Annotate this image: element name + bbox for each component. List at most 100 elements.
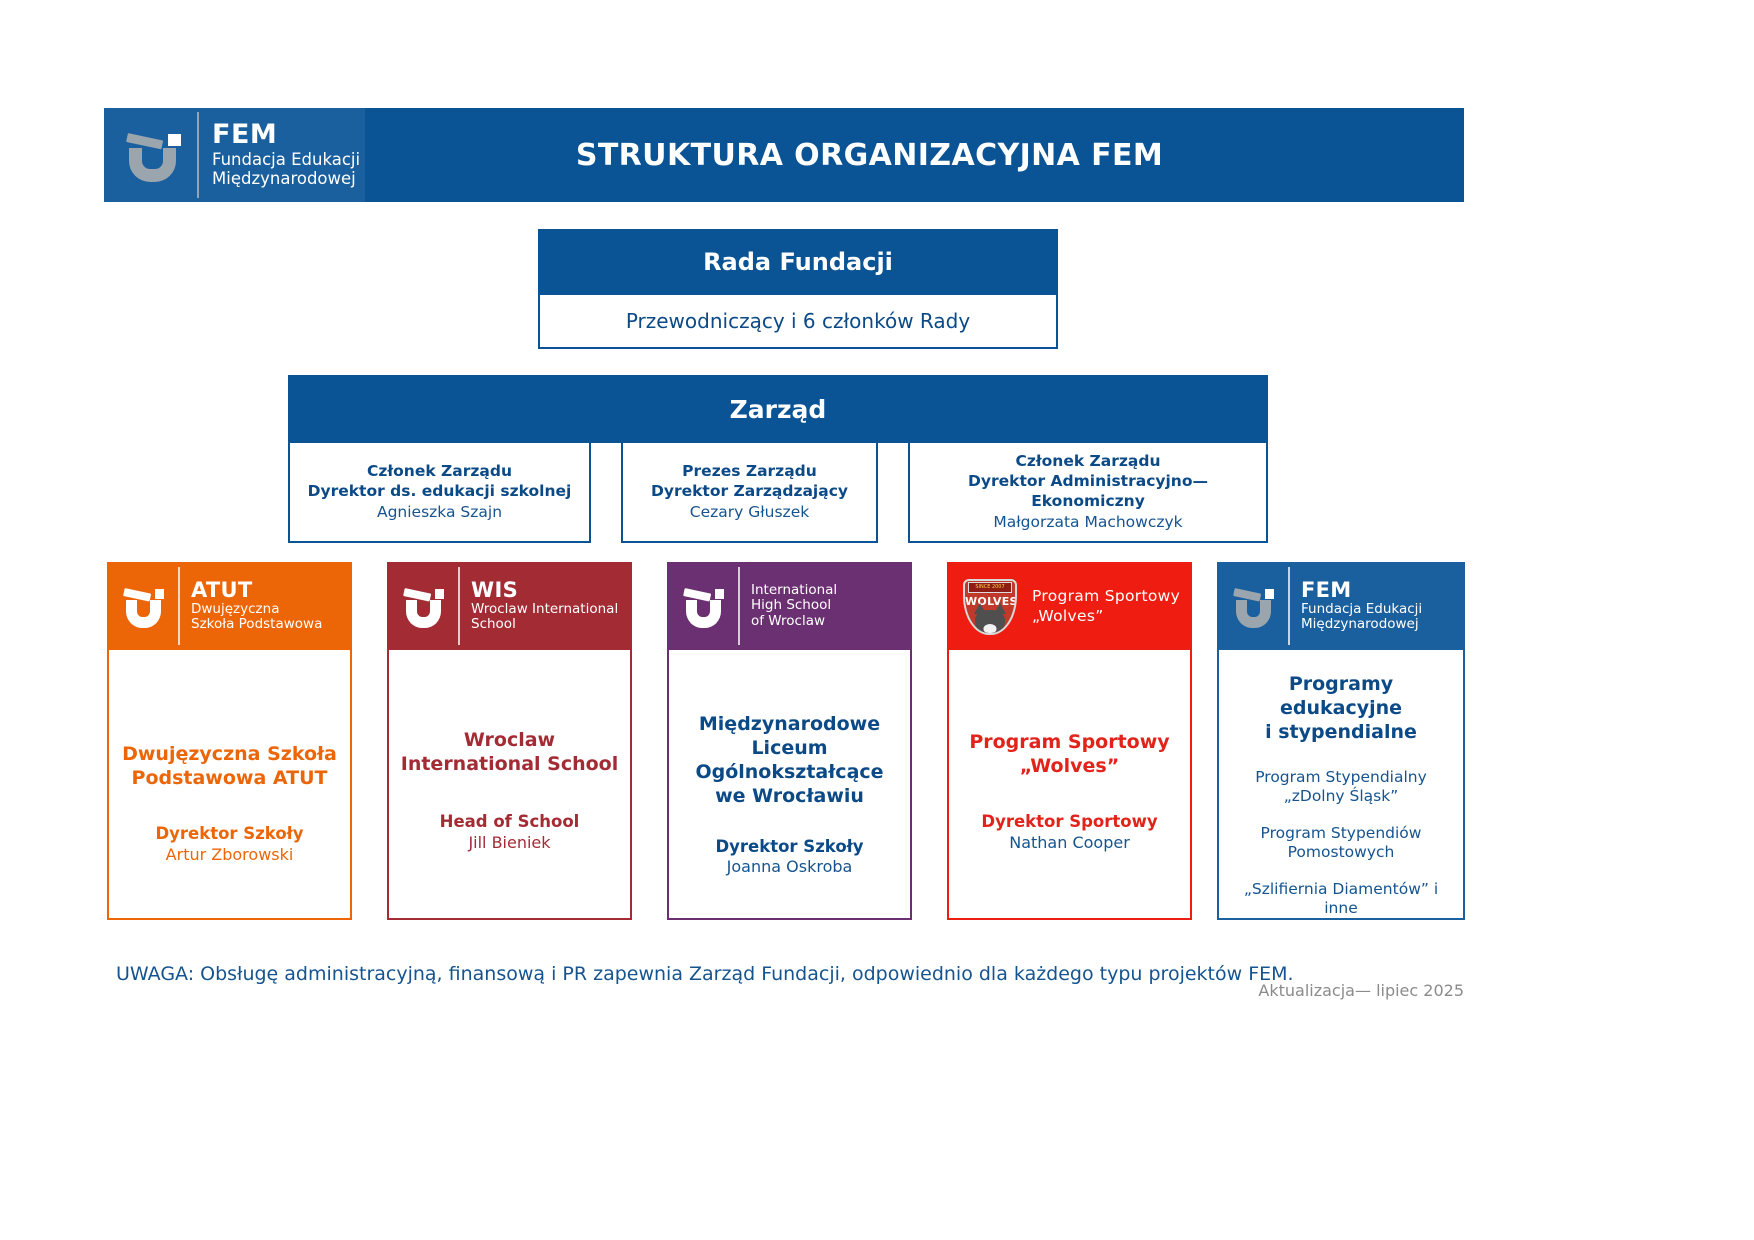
logo-divider — [178, 567, 180, 645]
council-composition: Przewodniczący i 6 członków Rady — [538, 295, 1058, 349]
unit-card-wolves[interactable]: SINCE 2007 WOLVES Program Sportowy „Wolv… — [947, 562, 1192, 920]
board-member: Członek Zarządu Dyrektor Administracyjno… — [908, 443, 1268, 543]
logomark-u — [685, 600, 721, 628]
wolves-title-line2: „Wolves” — [1019, 755, 1120, 778]
logomark-u — [129, 147, 176, 183]
board-member: Członek Zarządu Dyrektor ds. edukacji sz… — [288, 443, 591, 543]
wolves-logo: SINCE 2007 WOLVES Program Sportowy „Wolv… — [947, 562, 1192, 650]
logomark-dot — [435, 589, 445, 599]
board-member-person: Małgorzata Machowczyk — [993, 512, 1183, 531]
logo-divider — [197, 112, 199, 198]
logo-divider — [1288, 567, 1290, 645]
atut-title-line2: Podstawowa ATUT — [131, 767, 328, 790]
wis-body: Wroclaw International School Head of Sch… — [387, 650, 632, 920]
board-member-role-line2: Dyrektor ds. edukacji szkolnej — [307, 481, 572, 500]
wis-title-line1: Wroclaw — [463, 729, 556, 751]
board-member-role-line1: Członek Zarządu — [366, 462, 512, 481]
board-box: Zarząd Członek Zarządu Dyrektor ds. eduk… — [288, 375, 1268, 543]
ihs-logo: International High School of Wroclaw — [667, 562, 912, 650]
wolf-snout — [983, 624, 997, 633]
fem-u-logomark — [1233, 581, 1277, 631]
ihs-person: Joanna Oskroba — [726, 857, 853, 877]
atut-person: Artur Zborowski — [165, 844, 294, 864]
board-title: Zarząd — [288, 375, 1268, 443]
wis-logo-acronym: WIS — [471, 578, 519, 602]
unit-card-atut[interactable]: ATUT Dwujęzyczna Szkoła Podstawowa Dwuję… — [107, 562, 352, 920]
atut-logo-acronym: ATUT — [191, 578, 253, 602]
wolves-title-line1: Program Sportowy — [969, 731, 1170, 753]
unit-cards: ATUT Dwujęzyczna Szkoła Podstawowa Dwuję… — [107, 562, 1465, 920]
board-member-role-line1: Członek Zarządu — [1015, 452, 1161, 471]
logomark-dot — [168, 133, 181, 146]
ihs-title-line3: Ogólnokształcące — [695, 761, 884, 784]
ihs-title-line4: we Wrocławiu — [715, 785, 864, 808]
logomark-dot — [1265, 589, 1275, 599]
atut-logo-text: ATUT Dwujęzyczna Szkoła Podstawowa — [191, 579, 322, 633]
atut-logo: ATUT Dwujęzyczna Szkoła Podstawowa — [107, 562, 352, 650]
wolves-banner: SINCE 2007 — [968, 582, 1012, 593]
fem-title-line2: edukacyjne — [1279, 697, 1403, 720]
fem-program-item: „Szlifiernia Diamentów” i inne — [1243, 880, 1439, 917]
fem-unit-logo: FEM Fundacja Edukacji Międzynarodowej — [1217, 562, 1465, 650]
wolves-shield-body: SINCE 2007 WOLVES — [963, 579, 1017, 635]
wolves-logo-line2: „Wolves” — [1032, 607, 1104, 625]
wolves-wordmark: WOLVES — [965, 595, 1017, 608]
wolves-role: Dyrektor Sportowy — [981, 812, 1158, 832]
logomark-u — [405, 600, 441, 628]
fem-programs-body: Programy edukacyjne i stypendialne Progr… — [1217, 650, 1465, 920]
logomark-bar — [126, 132, 164, 150]
fem-u-logomark — [126, 124, 184, 186]
page-header: FEM Fundacja Edukacji Międzynarodowej ST… — [104, 108, 1464, 202]
fem-logo-line3: Międzynarodowej — [212, 169, 356, 189]
wolves-shield-icon: SINCE 2007 WOLVES — [959, 573, 1021, 639]
unit-card-fem-programs[interactable]: FEM Fundacja Edukacji Międzynarodowej Pr… — [1217, 562, 1465, 920]
unit-card-ihs[interactable]: International High School of Wroclaw Mię… — [667, 562, 912, 920]
fem-program-item: Program Stypendiów Pomostowych — [1260, 824, 1422, 862]
wolves-logo-line1: Program Sportowy — [1032, 586, 1181, 605]
wolf-head-icon — [974, 603, 1006, 633]
fem-title-line3: i stypendialne — [1265, 721, 1417, 744]
wis-logo-text: WIS Wroclaw International School — [471, 579, 618, 633]
wolves-logo-text: Program Sportowy „Wolves” — [1032, 586, 1180, 626]
ihs-logo-line3: of Wroclaw — [751, 612, 826, 629]
ihs-u-logomark — [683, 581, 727, 631]
logomark-dot — [715, 589, 725, 599]
ihs-logo-line1: International — [751, 581, 838, 598]
page-title: STRUKTURA ORGANIZACYJNA FEM — [575, 137, 1164, 173]
ihs-role: Dyrektor Szkoły — [715, 836, 864, 856]
board-member-person: Agnieszka Szajn — [376, 502, 503, 521]
atut-u-logomark — [123, 581, 167, 631]
fem-logo-line2: Fundacja Edukacji — [212, 149, 361, 169]
fem-logo: FEM Fundacja Edukacji Międzynarodowej — [104, 108, 365, 202]
board-members: Członek Zarządu Dyrektor ds. edukacji sz… — [288, 443, 1268, 543]
logomark-dot — [155, 589, 165, 599]
logo-divider — [458, 567, 460, 645]
council-title: Rada Fundacji — [538, 229, 1058, 295]
logo-divider — [738, 567, 740, 645]
fem-unit-logo-acronym: FEM — [1301, 578, 1352, 602]
fem-unit-logo-line3: Międzynarodowej — [1301, 616, 1419, 633]
ihs-logo-line2: High School — [751, 597, 832, 614]
logomark-u — [125, 600, 161, 628]
ihs-body: Międzynarodowe Liceum Ogólnokształcące w… — [667, 650, 912, 920]
wis-u-logomark — [403, 581, 447, 631]
board-member-role-line1: Prezes Zarządu — [682, 462, 817, 481]
board-member-role-line2: Dyrektor Administracyjno—Ekonomiczny — [968, 472, 1208, 510]
fem-unit-logo-line2: Fundacja Edukacji — [1301, 600, 1423, 617]
board-member-person: Cezary Głuszek — [689, 502, 810, 521]
ihs-title-line2: Liceum — [751, 737, 828, 760]
atut-title-line1: Dwujęzyczna Szkoła — [122, 743, 337, 765]
fem-program-item: Program Stypendialny „zDolny Śląsk” — [1255, 768, 1427, 806]
ihs-logo-text: International High School of Wroclaw — [751, 581, 838, 630]
footer-note: UWAGA: Obsługę administracyjną, finansow… — [116, 963, 1294, 985]
board-member-role-line2: Dyrektor Zarządzający — [651, 481, 848, 500]
fem-unit-logo-text: FEM Fundacja Edukacji Międzynarodowej — [1301, 579, 1422, 633]
unit-card-wis[interactable]: WIS Wroclaw International School Wroclaw… — [387, 562, 632, 920]
fem-logo-acronym: FEM — [212, 119, 278, 151]
wis-person: Jill Bieniek — [468, 832, 551, 852]
wis-title-line2: International School — [400, 753, 619, 776]
wis-logo-line2: Wroclaw International — [471, 600, 619, 617]
fem-title-line1: Programy — [1288, 673, 1394, 695]
atut-body: Dwujęzyczna Szkoła Podstawowa ATUT Dyrek… — [107, 650, 352, 920]
footer-updated: Aktualizacja— lipiec 2025 — [1258, 981, 1464, 1000]
